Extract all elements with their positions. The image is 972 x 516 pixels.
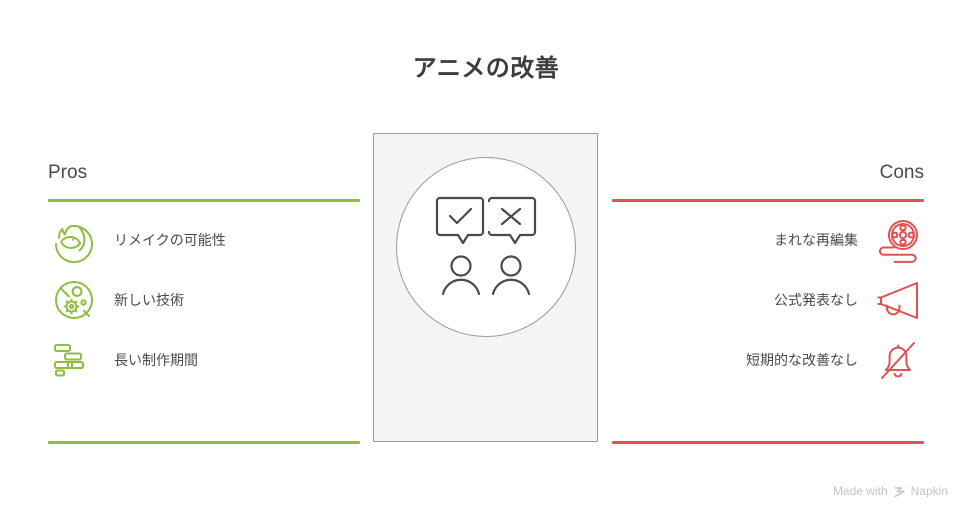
watermark-made-with-label: Made with <box>832 484 888 498</box>
list-item[interactable]: 短期的な改善なし <box>612 330 924 390</box>
list-item[interactable]: 公式発表なし <box>612 270 924 330</box>
list-item[interactable]: 長い制作期間 <box>48 330 360 390</box>
illustration-circle <box>395 157 576 337</box>
list-item-label: 新しい技術 <box>114 292 184 308</box>
list-item[interactable]: 新しい技術 <box>48 270 360 330</box>
phoenix-flame-icon <box>54 225 93 264</box>
bell-off-icon <box>881 342 915 379</box>
pros-divider-top <box>48 199 360 202</box>
cons-item-list: まれな再編集 公式発表なし 短期的な改善なし <box>612 210 924 390</box>
pros-cons-discussion-icon <box>435 196 536 296</box>
napkin-logo-icon <box>893 486 905 497</box>
megaphone-icon <box>877 282 918 319</box>
list-item-label: リメイクの可能性 <box>114 232 226 248</box>
cons-column: Cons まれな再編集 公式発表なし <box>612 160 924 444</box>
cons-heading: Cons <box>879 162 924 183</box>
list-item-label: 短期的な改善なし <box>746 352 858 368</box>
pros-item-list: リメイクの可能性 新しい技術 <box>48 210 360 390</box>
watermark-brand-label: Napkin <box>910 484 948 498</box>
center-illustration-panel <box>373 133 598 442</box>
pros-heading: Pros <box>48 162 88 183</box>
list-item[interactable]: まれな再編集 <box>612 210 924 270</box>
pros-divider-bottom <box>48 441 360 444</box>
film-reel-icon <box>878 220 918 263</box>
list-item-label: まれな再編集 <box>774 232 858 248</box>
gantt-timeline-icon <box>54 344 84 377</box>
gear-innovation-icon <box>55 281 93 319</box>
list-item[interactable]: リメイクの可能性 <box>48 210 360 270</box>
list-item-label: 公式発表なし <box>774 292 858 308</box>
list-item-label: 長い制作期間 <box>114 352 198 368</box>
page-title: アニメの改善 <box>412 55 560 82</box>
cons-divider-bottom <box>612 441 924 444</box>
cons-divider-top <box>612 199 924 202</box>
napkin-watermark: Made with Napkin <box>833 484 948 498</box>
pros-column: Pros リメイクの可能性 <box>48 160 360 444</box>
